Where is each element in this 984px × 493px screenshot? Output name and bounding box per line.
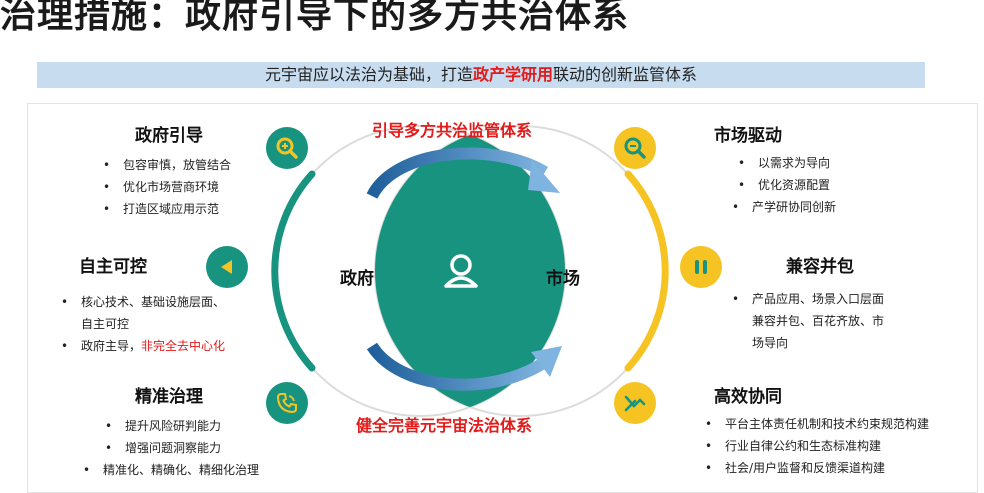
right-section-3-heading: 高效协同	[714, 387, 782, 407]
list-item: 平台主体责任机制和技术约束规范构建	[705, 413, 929, 435]
right-circle-label: 市场	[546, 269, 580, 289]
list-item: 优化资源配置	[738, 174, 842, 196]
list-item-continuation: 兼容并包、百花齐放、市	[752, 314, 885, 328]
list-item: 行业自律公约和生态标准构建	[705, 435, 929, 457]
right-section-2-heading: 兼容并包	[786, 257, 854, 277]
list-item: 产学研协同创新	[732, 196, 836, 218]
left-section-2-list: 核心技术、基础设施层面、 自主可控 政府主导，非完全去中心化	[61, 291, 225, 357]
left-section-3-heading: 精准治理	[135, 387, 203, 407]
right-circle-accent	[624, 170, 669, 372]
list-item: 优化市场营商环境	[103, 176, 231, 198]
top-arrow-label: 引导多方共治监管体系	[372, 121, 533, 140]
handshake-icon	[614, 382, 656, 424]
bottom-arrow-label: 健全完善元宇宙法治体系	[356, 416, 533, 435]
right-section-1-heading: 市场驱动	[714, 126, 782, 146]
volume-icon	[206, 246, 248, 288]
intersection-lens	[375, 126, 565, 416]
banner-prefix: 元宇宙应以法治为基础，打造	[264, 65, 473, 84]
search-minus-icon	[614, 127, 656, 169]
list-item: 增强问题洞察能力	[105, 437, 281, 459]
search-plus-icon	[266, 127, 308, 169]
list-item: 提升风险研判能力	[105, 415, 281, 437]
list-item: 打造区域应用示范	[103, 198, 231, 220]
user-icon	[444, 254, 478, 288]
right-section-2-list: 产品应用、场景入口层面 兼容并包、百花齐放、市 场导向	[732, 288, 885, 354]
bottom-arrow	[366, 342, 549, 391]
left-circle-label: 政府	[340, 269, 374, 289]
phone-icon	[266, 382, 308, 424]
list-item: 包容审慎，放管结合	[103, 154, 231, 176]
page-title: 治理措施：政府引导下的多方共治体系	[0, 0, 630, 36]
list-item: 以需求为导向	[738, 152, 842, 174]
banner-suffix: 联动的创新监管体系	[553, 65, 698, 84]
right-section-3-list: 平台主体责任机制和技术约束规范构建 行业自律公约和生态标准构建 社会/用户监督和…	[705, 413, 929, 479]
list-item-continuation: 自主可控	[81, 317, 130, 331]
list-item-continuation: 场导向	[752, 336, 789, 350]
right-section-1-list: 以需求为导向 优化资源配置 产学研协同创新	[732, 152, 842, 218]
top-arrow-head	[528, 160, 560, 193]
list-item: 精准化、精确化、精细化治理	[83, 459, 259, 481]
left-section-1-heading: 政府引导	[135, 126, 203, 146]
list-item: 政府主导，非完全去中心化	[61, 335, 225, 357]
pause-icon	[680, 246, 722, 288]
list-item: 社会/用户监督和反馈渠道构建	[705, 457, 929, 479]
list-item: 产品应用、场景入口层面	[732, 288, 884, 310]
left-section-1-list: 包容审慎，放管结合 优化市场营商环境 打造区域应用示范	[103, 154, 231, 220]
banner: 元宇宙应以法治为基础，打造政产学研用联动的创新监管体系	[37, 62, 925, 88]
list-item: 核心技术、基础设施层面、	[61, 291, 225, 313]
left-section-2-heading: 自主可控	[79, 257, 147, 277]
banner-highlight: 政产学研用	[472, 65, 553, 84]
left-circle-accent	[271, 170, 316, 372]
top-arrow	[366, 147, 549, 200]
bottom-arrow-head	[531, 346, 562, 377]
left-section-3-list: 提升风险研判能力 增强问题洞察能力 精准化、精确化、精细化治理	[83, 415, 259, 481]
